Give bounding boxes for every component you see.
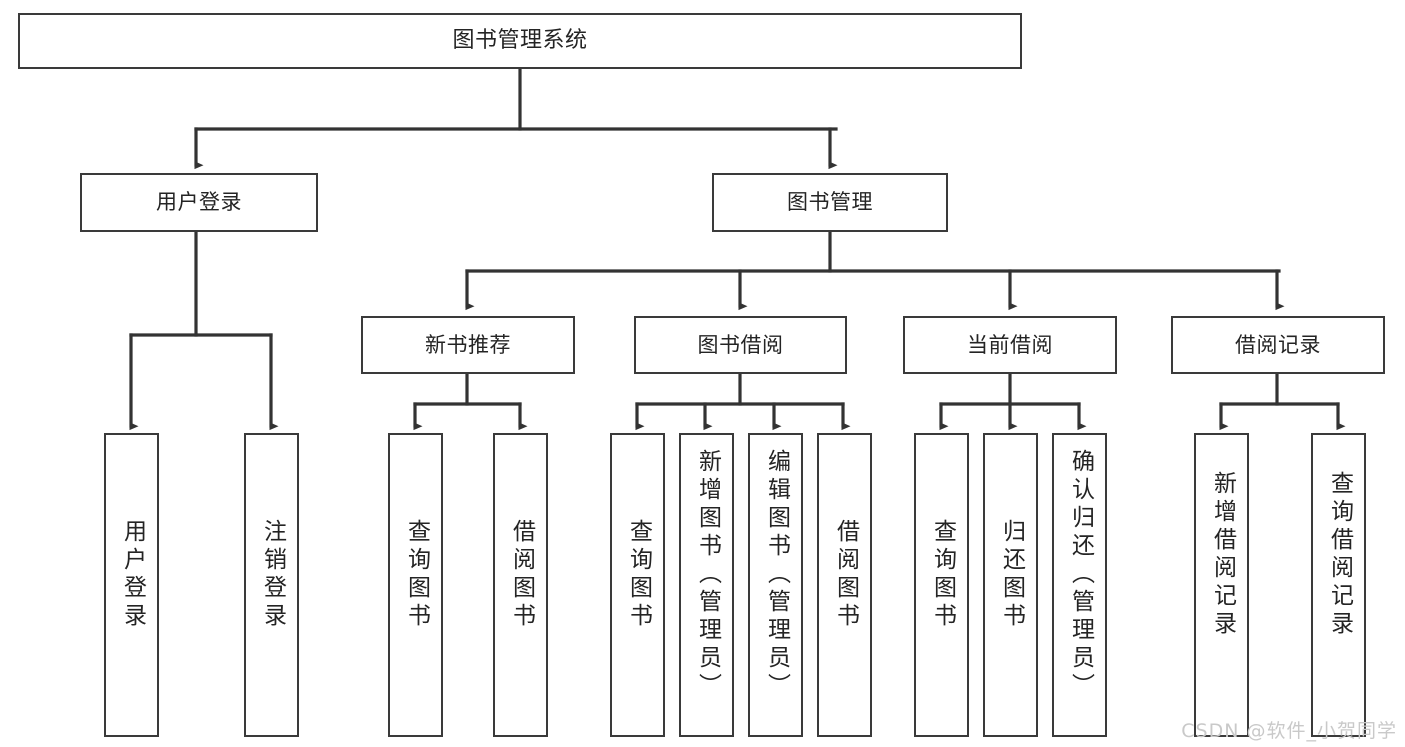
node-label: 归还图书 <box>998 519 1025 631</box>
node-label: 编辑图书（管理员） <box>763 449 790 701</box>
node-root-book-management-system[interactable]: 图书管理系统 <box>18 13 1022 69</box>
node-label: 用户登录 <box>156 190 242 215</box>
leaf-add-book-admin[interactable]: 新增图书（管理员） <box>679 433 734 737</box>
leaf-query-book-current[interactable]: 查询图书 <box>914 433 969 737</box>
node-new-book-recommend[interactable]: 新书推荐 <box>361 316 575 374</box>
node-user-login[interactable]: 用户登录 <box>80 173 318 232</box>
leaf-user-login[interactable]: 用户登录 <box>104 433 159 737</box>
node-label: 借阅图书 <box>832 519 859 631</box>
node-book-borrow[interactable]: 图书借阅 <box>634 316 847 374</box>
leaf-query-book-borrow[interactable]: 查询图书 <box>610 433 665 737</box>
node-label: 新书推荐 <box>425 332 511 357</box>
node-label: 新增借阅记录 <box>1209 471 1236 639</box>
node-label: 查询借阅记录 <box>1326 471 1353 639</box>
node-label: 当前借阅 <box>967 332 1053 357</box>
leaf-add-borrow-record[interactable]: 新增借阅记录 <box>1194 433 1249 737</box>
node-label: 查询图书 <box>929 519 956 631</box>
node-label: 查询图书 <box>403 519 430 631</box>
node-label: 新增图书（管理员） <box>694 449 721 701</box>
node-label: 注销登录 <box>259 519 286 631</box>
node-label: 图书管理 <box>787 190 873 215</box>
leaf-edit-book-admin[interactable]: 编辑图书（管理员） <box>748 433 803 737</box>
node-book-management[interactable]: 图书管理 <box>712 173 948 232</box>
node-borrow-record[interactable]: 借阅记录 <box>1171 316 1385 374</box>
node-label: 借阅图书 <box>508 519 535 631</box>
leaf-return-book[interactable]: 归还图书 <box>983 433 1038 737</box>
leaf-confirm-return-admin[interactable]: 确认归还（管理员） <box>1052 433 1107 737</box>
csdn-watermark: CSDN @软件_小贺同学 <box>1181 720 1397 742</box>
node-label: 图书借阅 <box>697 332 784 357</box>
leaf-query-borrow-record[interactable]: 查询借阅记录 <box>1311 433 1366 737</box>
leaf-logout-login[interactable]: 注销登录 <box>244 433 299 737</box>
leaf-borrow-book-recommend[interactable]: 借阅图书 <box>493 433 548 737</box>
leaf-borrow-book[interactable]: 借阅图书 <box>817 433 872 737</box>
node-label: 查询图书 <box>625 519 652 631</box>
node-label: 用户登录 <box>119 519 146 631</box>
node-label: 确认归还（管理员） <box>1067 449 1094 701</box>
node-label: 图书管理系统 <box>452 28 588 54</box>
node-current-borrow[interactable]: 当前借阅 <box>903 316 1117 374</box>
leaf-query-book-recommend[interactable]: 查询图书 <box>388 433 443 737</box>
node-label: 借阅记录 <box>1235 332 1321 357</box>
